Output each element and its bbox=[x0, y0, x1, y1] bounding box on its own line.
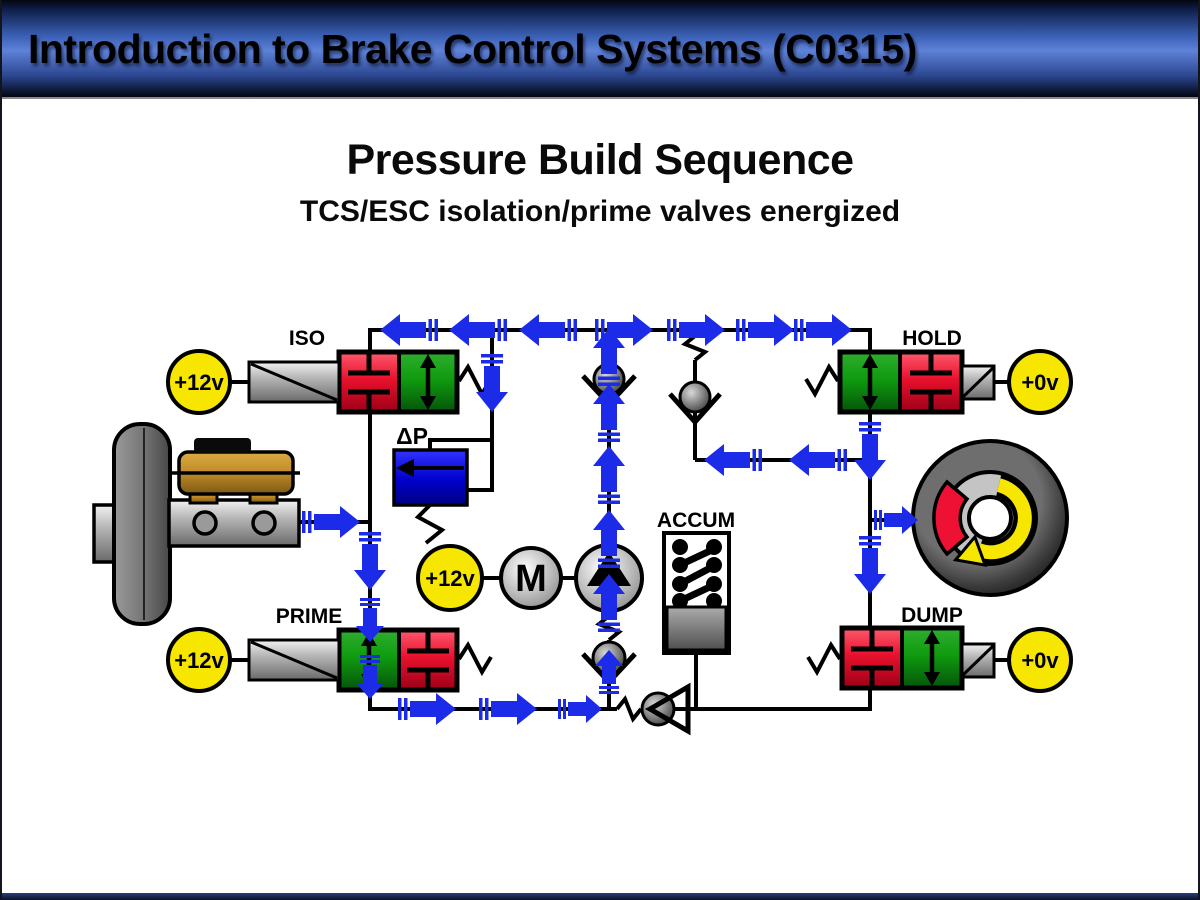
motor-voltage-indicator bbox=[416, 544, 484, 612]
check-valve-hold-branch bbox=[668, 380, 722, 426]
accum-label: ACCUM bbox=[657, 509, 735, 532]
diagram-subtitle: TCS/ESC isolation/prime valves energized bbox=[299, 195, 901, 228]
iso-voltage-indicator bbox=[166, 349, 232, 415]
accumulator-icon: ACCUM bbox=[657, 509, 735, 655]
diagram-title: Pressure Build Sequence bbox=[346, 136, 854, 184]
page-title: Introduction to Brake Control Systems (C… bbox=[28, 26, 917, 72]
prime-label: PRIME bbox=[276, 605, 343, 628]
delta-p-label: ΔP bbox=[396, 423, 428, 449]
dump-valve: DUMP +0v bbox=[839, 604, 1073, 693]
wheel-icon bbox=[911, 439, 1069, 597]
prime-valve: PRIME +12v bbox=[166, 605, 460, 693]
hold-valve: HOLD +0v bbox=[837, 327, 1073, 415]
slide-header: Introduction to Brake Control Systems (C… bbox=[2, 0, 1198, 99]
hold-voltage-indicator bbox=[1007, 349, 1073, 415]
spring-symbols bbox=[414, 334, 842, 723]
prime-voltage-indicator bbox=[166, 627, 232, 693]
dump-label: DUMP bbox=[901, 604, 963, 627]
motor-voltage-label: +12v bbox=[425, 566, 475, 591]
hold-label: HOLD bbox=[902, 327, 962, 350]
hold-voltage-label: +0v bbox=[1021, 370, 1059, 395]
dump-voltage-label: +0v bbox=[1021, 648, 1059, 673]
caliper-icon bbox=[932, 479, 970, 557]
dump-voltage-indicator bbox=[1007, 627, 1073, 693]
pump-motor-group: +12v M bbox=[416, 543, 644, 613]
motor-label: M bbox=[515, 558, 547, 600]
motor-icon bbox=[499, 546, 563, 610]
slide-footer-bar bbox=[2, 893, 1198, 900]
check-valve-accumulator bbox=[640, 682, 691, 736]
prime-voltage-label: +12v bbox=[174, 648, 224, 673]
pressure-differential-switch: ΔP bbox=[392, 423, 469, 507]
iso-label: ISO bbox=[289, 327, 325, 350]
master-cylinder-icon bbox=[92, 422, 301, 626]
iso-valve: ISO +12v bbox=[166, 327, 460, 415]
iso-voltage-label: +12v bbox=[174, 370, 224, 395]
